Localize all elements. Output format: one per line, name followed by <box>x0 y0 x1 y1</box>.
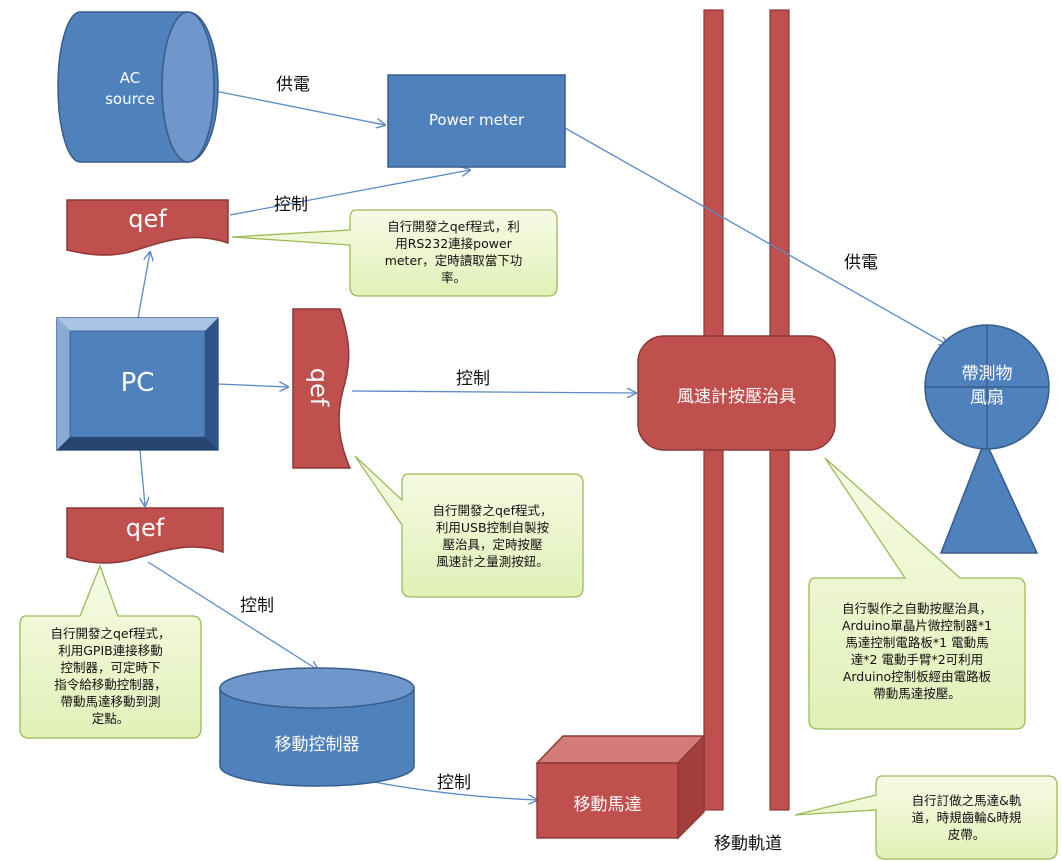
edge-label-power-2: 供電 <box>844 253 878 273</box>
callout-fixture-text: 自行製作之自動按壓治具， Arduino單晶片微控制器*1 馬達控制電路板*1 … <box>841 601 993 701</box>
edge-qefbottom-to-controller <box>147 561 318 670</box>
fixture-node <box>637 335 836 451</box>
ac-source-node <box>57 11 219 163</box>
motion-motor-node <box>535 734 706 840</box>
fan-node <box>924 324 1050 554</box>
edge-qefmid-to-fixture <box>351 391 636 393</box>
edge-qef-to-powermeter <box>229 170 470 216</box>
edge-pc-to-qefbottom <box>140 449 145 506</box>
ac-source-label: AC source <box>105 69 155 108</box>
callout-motor-text: 自行訂做之馬達&軌 道，時規齒輪&時規 皮帶。 <box>911 793 1022 842</box>
motion-controller-node <box>219 667 415 787</box>
motion-controller-label: 移動控制器 <box>274 735 360 755</box>
fan-label: 帶測物 風扇 <box>961 364 1013 408</box>
power-meter-node <box>387 74 566 168</box>
callout-power-meter <box>231 209 558 297</box>
callout-motor <box>794 775 1058 860</box>
qef-top-label: qef <box>128 205 167 233</box>
qef-top-node <box>66 199 229 256</box>
callout-usb-text: 自行開發之qef程式， 利用USB控制自製按 壓治具，定時按壓 風速計之量測按鈕… <box>432 503 553 569</box>
callout-gpib <box>19 564 202 739</box>
fixture-label: 風速計按壓治具 <box>677 387 796 407</box>
callout-usb <box>354 455 584 598</box>
edge-pc-to-qeftop <box>137 252 150 319</box>
edge-label-control-bottom: 控制 <box>240 596 274 616</box>
callout-power-meter-text: 自行開發之qef程式，利 用RS232連接power meter，定時讀取當下功… <box>384 219 523 285</box>
edge-powermeter-to-fan <box>564 127 948 345</box>
motion-motor-label: 移動馬達 <box>573 795 642 815</box>
edge-pc-to-qefmid <box>217 384 288 387</box>
qef-bottom-label: qef <box>125 514 165 542</box>
pc-node <box>56 317 219 451</box>
edge-label-control-motor: 控制 <box>437 773 471 793</box>
pc-label: PC <box>120 368 155 398</box>
edge-ac-to-powermeter <box>209 89 385 125</box>
edge-label-control-mid: 控制 <box>456 369 490 389</box>
edge-label-power-1: 供電 <box>276 75 310 95</box>
power-meter-label: Power meter <box>428 111 525 129</box>
qef-mid-node <box>292 308 352 469</box>
callout-fixture <box>808 457 1026 730</box>
edge-label-control-top: 控制 <box>274 195 308 215</box>
qef-mid-label: qef <box>305 367 333 407</box>
qef-bottom-node <box>66 507 224 564</box>
callout-gpib-text: 自行開發之qef程式， 利用GPIB連接移動 控制器，可定時下 指令給移動控制器… <box>50 626 171 726</box>
rail-label: 移動軌道 <box>714 834 782 854</box>
